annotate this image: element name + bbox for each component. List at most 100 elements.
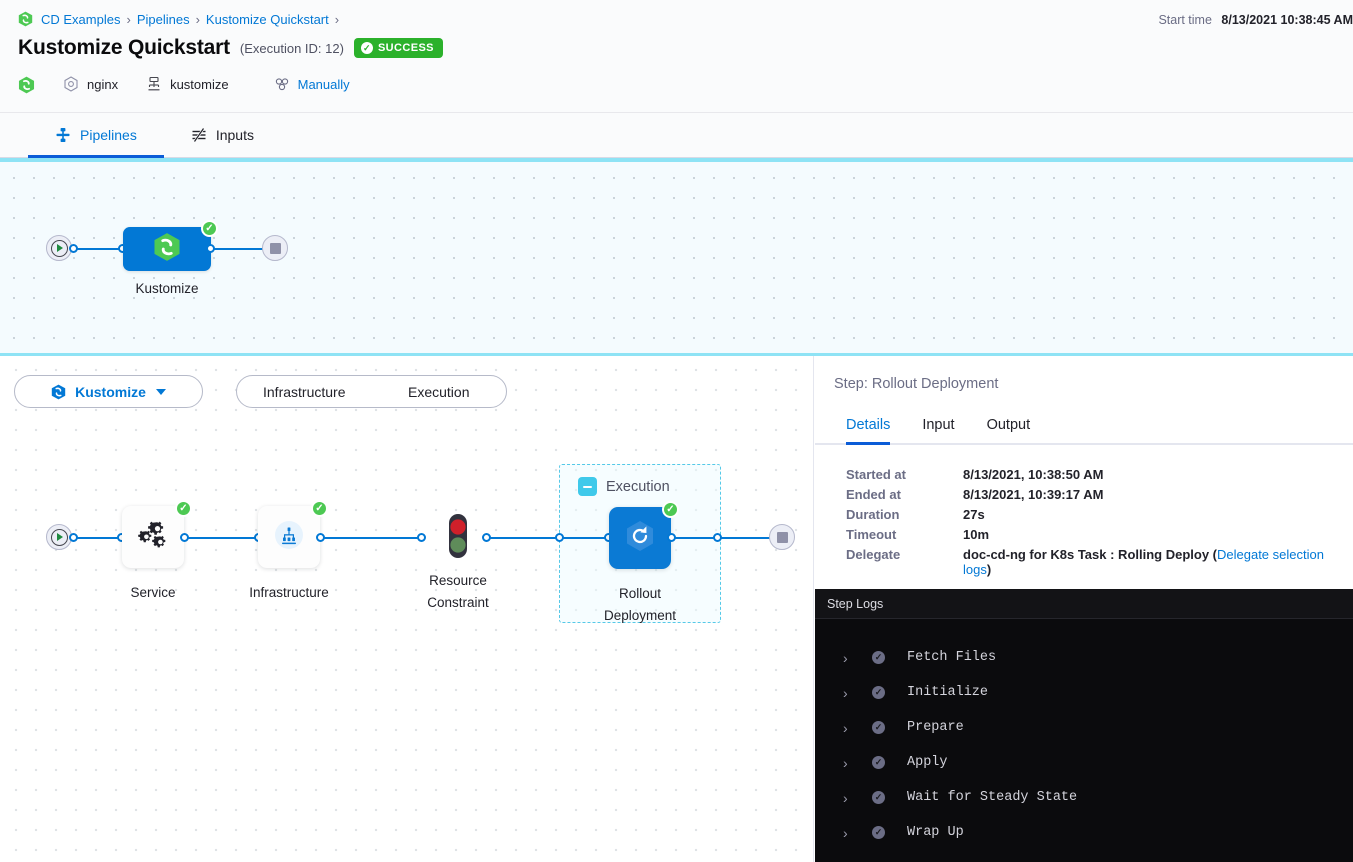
status-badge: ✓ SUCCESS xyxy=(353,38,443,58)
stage-node-label-infrastructure: Infrastructure xyxy=(249,585,329,600)
start-time: Start time 8/13/2021 10:38:45 AM xyxy=(1158,13,1353,27)
chevron-right-icon[interactable]: › xyxy=(843,684,848,701)
log-row-label: Wait for Steady State xyxy=(907,790,1078,805)
detail-key-started-at: Started at xyxy=(846,467,906,482)
start-node xyxy=(46,524,72,550)
meta-item-service: nginx xyxy=(63,76,118,92)
step-node-rollout-deployment[interactable]: ✓ Rollout Deployment xyxy=(604,501,679,623)
page-header: CD Examples › Pipelines › Kustomize Quic… xyxy=(0,0,1353,113)
delegate-text-prefix: doc-cd-ng for K8s Task : Rolling Deploy … xyxy=(963,547,1217,562)
meta-label-kustomize: kustomize xyxy=(170,76,229,92)
breadcrumb-separator: › xyxy=(195,11,200,27)
overview-stage-kustomize[interactable]: ✓ Kustomize xyxy=(123,220,218,296)
chevron-down-icon xyxy=(155,388,166,395)
rollout-refresh-icon xyxy=(620,516,660,561)
stage-end-node[interactable] xyxy=(769,524,795,550)
end-node xyxy=(769,524,795,550)
step-box xyxy=(258,506,320,568)
chevron-right-icon[interactable]: › xyxy=(843,719,848,736)
collapse-minus-icon[interactable] xyxy=(578,477,597,496)
execution-meta-row: nginx kustomize xyxy=(18,76,350,94)
kustomize-icon xyxy=(146,76,162,92)
log-row[interactable]: › ✓ Apply xyxy=(815,745,1353,780)
log-row[interactable]: › ✓ Prepare xyxy=(815,710,1353,745)
connector-line xyxy=(76,537,121,539)
breadcrumb: CD Examples › Pipelines › Kustomize Quic… xyxy=(18,11,339,27)
stage-node-resource-constraint[interactable]: Resource Constraint xyxy=(427,512,489,610)
detail-value-delegate: doc-cd-ng for K8s Task : Rolling Deploy … xyxy=(963,547,1353,577)
tab-execution[interactable]: Execution xyxy=(408,383,470,400)
log-row[interactable]: › ✓ Initialize xyxy=(815,675,1353,710)
detail-key-ended-at: Ended at xyxy=(846,487,901,502)
pipeline-overview-canvas[interactable]: ✓ Kustomize xyxy=(0,158,1353,356)
stage-node-infrastructure[interactable]: ✓ Infrastructure xyxy=(249,500,329,600)
breadcrumb-item-1[interactable]: Pipelines xyxy=(136,11,190,27)
log-row-label: Apply xyxy=(907,755,948,770)
detail-value-started-at: 8/13/2021, 10:38:50 AM xyxy=(963,467,1104,482)
status-success-icon: ✓ xyxy=(175,500,192,517)
tab-output[interactable]: Output xyxy=(986,417,1031,433)
chevron-right-icon[interactable]: › xyxy=(843,649,848,666)
connector-line xyxy=(489,537,579,539)
stage-node-service[interactable]: ✓ Service xyxy=(122,500,192,600)
play-icon xyxy=(50,239,68,257)
stage-box xyxy=(123,227,211,271)
connector-line xyxy=(187,537,259,539)
step-detail-panel: Step: Rollout Deployment Details Input O… xyxy=(815,356,1353,862)
stage-node-label-resource-constraint: Resource Constraint xyxy=(427,573,489,611)
step-detail-tabs: Details Input Output xyxy=(815,407,1353,445)
log-row[interactable]: › ✓ Fetch Files xyxy=(815,640,1353,675)
log-row[interactable]: › ✓ Wrap Up xyxy=(815,815,1353,850)
breadcrumb-item-0[interactable]: CD Examples xyxy=(41,11,121,27)
chevron-right-icon[interactable]: › xyxy=(843,824,848,841)
title-row: Kustomize Quickstart (Execution ID: 12) … xyxy=(18,36,443,60)
status-success-icon: ✓ xyxy=(662,501,679,518)
stage-selector-button[interactable]: Kustomize xyxy=(14,375,203,408)
execution-group-header: Execution xyxy=(578,477,670,496)
connector-dot xyxy=(417,533,426,542)
stop-icon xyxy=(269,242,281,254)
step-box xyxy=(122,506,184,568)
log-row[interactable]: › ✓ Wait for Steady State xyxy=(815,780,1353,815)
tab-infrastructure[interactable]: Infrastructure xyxy=(263,383,346,400)
meta-label-service: nginx xyxy=(87,76,119,92)
chevron-right-icon[interactable]: › xyxy=(843,754,848,771)
meta-label-trigger[interactable]: Manually xyxy=(297,76,350,92)
step-box xyxy=(609,507,671,569)
harness-hex-icon xyxy=(153,232,181,267)
harness-hex-icon xyxy=(18,76,35,94)
start-time-label: Start time xyxy=(1158,13,1212,27)
stage-start-node[interactable] xyxy=(46,524,72,550)
delegate-text-suffix: ) xyxy=(986,562,992,577)
step-node-label-rollout-deployment: Rollout Deployment xyxy=(603,586,677,624)
infrastructure-icon xyxy=(272,518,306,557)
delegate-selection-logs-link[interactable]: Delegate selection logs xyxy=(963,547,1324,577)
traffic-light-icon xyxy=(444,514,472,568)
detail-value-duration: 27s xyxy=(963,507,985,522)
tab-details[interactable]: Details xyxy=(830,407,906,445)
stage-node-label-service: Service xyxy=(130,585,176,600)
stage-graph-canvas[interactable] xyxy=(0,356,814,862)
service-hex-icon xyxy=(63,76,79,92)
detail-key-delegate: Delegate xyxy=(846,547,901,562)
meta-item-trigger[interactable]: Manually xyxy=(274,76,350,92)
trigger-manual-icon xyxy=(274,76,290,92)
breadcrumb-item-2[interactable]: Kustomize Quickstart xyxy=(205,11,329,27)
execution-id-label: (Execution ID: 12) xyxy=(239,40,344,56)
status-success-icon: ✓ xyxy=(872,721,885,734)
pipeline-icon xyxy=(55,127,71,143)
tab-pipelines[interactable]: Pipelines xyxy=(28,113,164,158)
step-details-grid: Started at 8/13/2021, 10:38:50 AM Ended … xyxy=(846,467,1353,577)
connector-line xyxy=(720,537,770,539)
chevron-right-icon[interactable]: › xyxy=(843,789,848,806)
overview-end-node[interactable] xyxy=(262,235,288,261)
tab-inputs[interactable]: Inputs xyxy=(164,113,281,157)
tab-label-inputs: Inputs xyxy=(215,127,254,143)
tab-input[interactable]: Input xyxy=(922,417,955,433)
connector-line xyxy=(76,248,123,250)
log-row-label: Prepare xyxy=(907,720,964,735)
harness-hex-icon xyxy=(51,384,66,400)
connector-line xyxy=(213,248,263,250)
step-logs-list: › ✓ Fetch Files › ✓ Initialize › ✓ Prepa… xyxy=(815,619,1353,850)
status-success-icon: ✓ xyxy=(872,826,885,839)
